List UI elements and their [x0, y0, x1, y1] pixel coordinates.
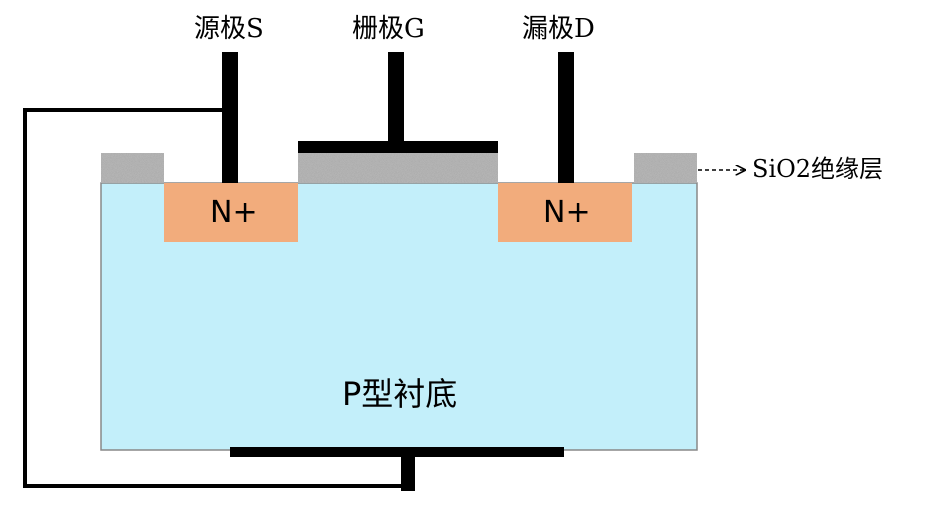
drain-lead — [558, 52, 574, 183]
source-n-plus-region — [164, 183, 298, 242]
source-label: 源极S — [194, 14, 264, 44]
insulator-label: SiO2绝缘层 — [752, 155, 884, 183]
oxide-right — [634, 153, 697, 183]
gate-lead — [388, 52, 404, 141]
source-substrate-wire — [23, 108, 401, 488]
drain-n-plus-region — [498, 183, 632, 242]
substrate-label: P型衬底 — [342, 375, 458, 413]
source-n-plus-label: N+ — [210, 195, 258, 230]
source-lead — [222, 52, 238, 183]
substrate-contact-plate — [230, 447, 564, 457]
oxide-left — [101, 153, 164, 183]
oxide-gate — [298, 153, 498, 183]
gate-plate — [298, 141, 498, 153]
drain-n-plus-label: N+ — [543, 195, 591, 230]
drain-label: 漏极D — [522, 14, 595, 44]
gate-label: 栅极G — [352, 14, 425, 44]
substrate-contact-stem — [401, 457, 415, 491]
